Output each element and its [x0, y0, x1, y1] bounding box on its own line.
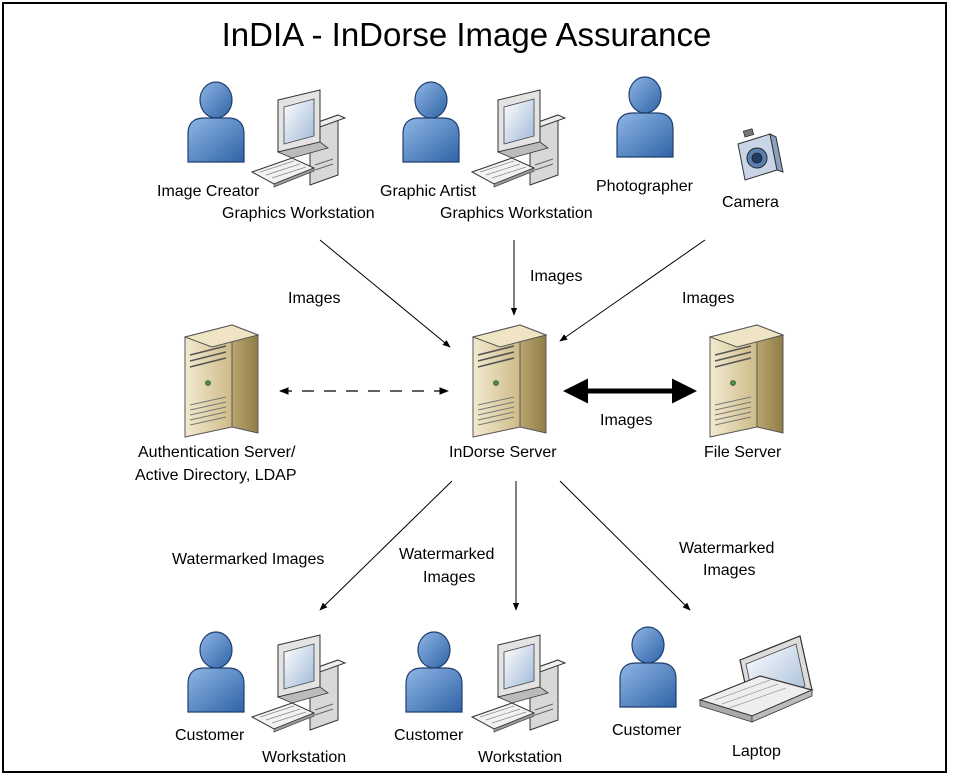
workstation-3-label: Workstation [262, 749, 346, 766]
node-customer-1: Customer [175, 631, 245, 744]
laptop-icon [698, 635, 814, 723]
node-customer-2: Customer [394, 631, 464, 744]
edge-creator-to-server [319, 239, 451, 348]
person-icon [187, 631, 245, 713]
node-file-server: File Server [704, 324, 784, 461]
node-workstation-1: Graphics Workstation [222, 89, 375, 222]
customer-1-label: Customer [175, 727, 245, 744]
customer-2-label: Customer [394, 727, 464, 744]
image-creator-label: Image Creator [157, 183, 260, 200]
person-icon [405, 631, 463, 713]
node-auth-server: Authentication Server/ Active Directory,… [135, 324, 297, 484]
person-icon [402, 81, 460, 163]
node-graphic-artist: Graphic Artist [380, 81, 477, 200]
label-images-file-server: Images [600, 412, 652, 429]
workstation-icon [471, 634, 566, 733]
person-icon [187, 81, 245, 163]
camera-icon [737, 128, 784, 181]
camera-label: Camera [722, 194, 779, 211]
label-watermarked-center-1: Watermarked [399, 546, 494, 563]
laptop-label: Laptop [732, 743, 781, 760]
node-workstation-4: Workstation [471, 634, 566, 766]
auth-server-label-line1: Authentication Server/ [138, 444, 296, 461]
node-image-creator: Image Creator [157, 81, 260, 200]
workstation-1-label: Graphics Workstation [222, 205, 375, 222]
label-watermarked-right-2: Images [703, 562, 755, 579]
person-icon [619, 626, 677, 708]
workstation-icon [251, 634, 346, 733]
diagram-title: InDIA - InDorse Image Assurance [221, 16, 712, 53]
server-icon [709, 324, 784, 438]
node-indorse-server: InDorse Server [449, 324, 557, 461]
node-camera: Camera [722, 128, 784, 211]
photographer-label: Photographer [596, 178, 694, 195]
node-workstation-3: Workstation [251, 634, 346, 766]
node-customer-3: Customer [612, 626, 682, 739]
workstation-icon [471, 89, 566, 188]
server-icon [184, 324, 259, 438]
label-watermarked-left: Watermarked Images [172, 551, 324, 568]
label-watermarked-right-1: Watermarked [679, 540, 774, 557]
node-workstation-2: Graphics Workstation [440, 89, 593, 222]
label-images-center: Images [530, 268, 582, 285]
file-server-label: File Server [704, 444, 782, 461]
workstation-2-label: Graphics Workstation [440, 205, 593, 222]
node-photographer: Photographer [596, 76, 694, 195]
customer-3-label: Customer [612, 722, 682, 739]
auth-server-label-line2: Active Directory, LDAP [135, 467, 297, 484]
edges [279, 239, 706, 611]
label-images-left: Images [288, 290, 340, 307]
label-watermarked-center-2: Images [423, 569, 475, 586]
node-laptop: Laptop [698, 635, 814, 760]
edge-server-to-customer1 [319, 480, 453, 611]
indorse-server-label: InDorse Server [449, 444, 557, 461]
edge-server-to-customer3 [559, 480, 691, 611]
edge-labels: Images Images Images Images Watermarked … [172, 268, 774, 586]
workstation-icon [251, 89, 346, 188]
person-icon [616, 76, 674, 158]
edge-camera-to-server [559, 239, 706, 342]
graphic-artist-label: Graphic Artist [380, 183, 477, 200]
server-icon [472, 324, 547, 438]
workstation-4-label: Workstation [478, 749, 562, 766]
label-images-right: Images [682, 290, 734, 307]
